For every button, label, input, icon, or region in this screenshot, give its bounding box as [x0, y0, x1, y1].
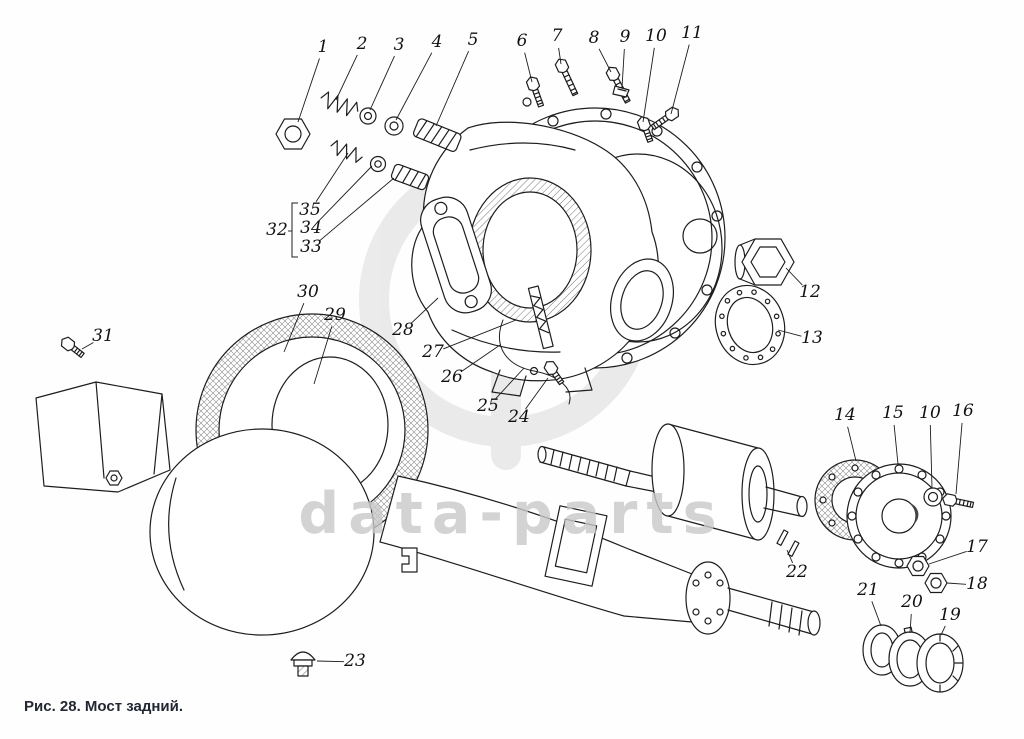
part-1-nut: [275, 118, 311, 150]
part-33-pin: [390, 163, 430, 191]
part-19-nut: [916, 633, 964, 693]
part-3-washer: [359, 107, 377, 125]
part-7-bolt: [553, 56, 581, 98]
figure-caption: Рис. 28. Мост задний.: [24, 698, 184, 715]
part-4-washer: [384, 116, 404, 136]
part-10-washer: [923, 487, 943, 507]
part-8-bolt: [604, 64, 634, 105]
part-22-pins: [776, 529, 800, 557]
part-23-breather: [290, 651, 316, 677]
part-2-spring: [320, 91, 359, 117]
part-17-nut: [906, 555, 930, 577]
diff-carrier: [411, 121, 674, 397]
part-6-bolt: [522, 74, 547, 109]
axle-housing-dome: [149, 428, 375, 636]
part-12-plug: [734, 238, 795, 286]
part-13-bearing: [714, 284, 786, 366]
part-34-washer: [369, 155, 387, 173]
part-27-stud-spring: [527, 285, 554, 350]
part-9-key: [612, 85, 630, 98]
spring-bracket: [35, 381, 171, 493]
part-15-flange: [846, 463, 952, 569]
part-11-bolt: [648, 104, 682, 133]
part-18-nut: [924, 572, 948, 594]
axle-shaft: [537, 423, 808, 541]
axle-tube: [379, 475, 821, 636]
part-31-bolt: [58, 334, 87, 361]
part-35-spring: [330, 140, 363, 163]
part-5-pin: [412, 118, 462, 152]
